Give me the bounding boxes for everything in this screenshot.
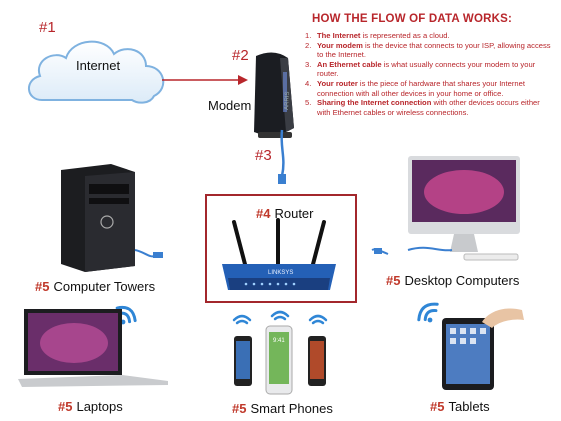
flow-step: 5. Sharing the Internet connection with o… <box>305 98 553 117</box>
flow-title: HOW THE FLOW OF DATA WORKS: <box>312 13 513 25</box>
flow-step: 1. The Internet is represented as a cloud… <box>305 31 553 41</box>
flow-step-desc: with other devices occurs either with Et… <box>317 98 540 117</box>
laptop-image <box>18 309 168 387</box>
tablet-image <box>417 302 524 390</box>
flow-step-text: Sharing the Internet connection with oth… <box>317 98 553 117</box>
svg-text:9:41: 9:41 <box>273 338 285 344</box>
modem-label: Modem <box>208 98 252 113</box>
internet-to-modem-arrow <box>162 75 248 85</box>
flow-step-number: 4. <box>305 78 312 88</box>
flow-step: 3. An Ethernet cable is what usually conn… <box>305 60 553 79</box>
ethernet-cable <box>278 129 286 184</box>
laptops-text: Laptops <box>76 399 123 414</box>
flow-step-term: Your router <box>317 78 358 88</box>
internet-label: Internet <box>76 58 121 73</box>
flow-step-text: The Internet is represented as a cloud. <box>317 31 450 41</box>
tablet-wifi-icon <box>417 302 439 322</box>
flow-step-text: Your modem is the device that connects t… <box>317 41 553 60</box>
tablets-number: #5 <box>430 399 445 414</box>
laptops-number: #5 <box>58 399 73 414</box>
phone-wifi-icons <box>232 310 328 325</box>
flow-step-number: 5. <box>305 98 312 108</box>
phones-number: #5 <box>232 401 247 416</box>
smart-phones-image: 9:41 <box>232 310 328 395</box>
router-image: LINKSYS <box>222 218 336 290</box>
flow-steps: 1. The Internet is represented as a cloud… <box>305 31 553 117</box>
tablets-text: Tablets <box>448 399 490 414</box>
flow-step-term: Sharing the Internet connection <box>317 98 432 108</box>
flow-step-term: The Internet <box>317 31 361 40</box>
flow-step: 2. Your modem is the device that connects… <box>305 41 553 60</box>
towers-text: Computer Towers <box>53 279 156 294</box>
flow-step-desc: is represented as a cloud. <box>360 31 450 40</box>
flow-step-term: Your modem <box>317 40 363 50</box>
router-number: #4 <box>256 206 271 221</box>
router-box <box>205 194 357 303</box>
flow-step-desc: is what usually connects your modem to y… <box>317 59 536 79</box>
step-3-number: #3 <box>255 147 272 164</box>
phones-text: Smart Phones <box>250 401 333 416</box>
flow-step-desc: is the piece of hardware that shares you… <box>317 78 525 98</box>
modem-image: ARRIS <box>254 52 294 138</box>
svg-text:ARRIS: ARRIS <box>284 91 291 110</box>
desktop-computer-image <box>371 156 520 261</box>
flow-step-number: 1. <box>305 31 312 40</box>
flow-step-number: 3. <box>305 59 312 69</box>
computer-tower-image <box>61 164 163 272</box>
svg-text:LINKSYS: LINKSYS <box>268 270 293 276</box>
flow-step-desc: is the device that connects to your ISP,… <box>317 40 551 60</box>
router-text: Router <box>274 206 314 221</box>
step-2-number: #2 <box>232 47 249 64</box>
desktops-number: #5 <box>386 273 401 288</box>
towers-number: #5 <box>35 279 50 294</box>
flow-step-term: An Ethernet cable <box>317 59 382 69</box>
flow-step-text: Your router is the piece of hardware tha… <box>317 79 553 98</box>
internet-cloud <box>28 40 165 104</box>
step-1-number: #1 <box>39 19 56 36</box>
flow-step: 4. Your router is the piece of hardware t… <box>305 79 553 98</box>
flow-step-text: An Ethernet cable is what usually connec… <box>317 60 553 79</box>
desktops-text: Desktop Computers <box>404 273 520 288</box>
flow-step-number: 2. <box>305 40 312 50</box>
